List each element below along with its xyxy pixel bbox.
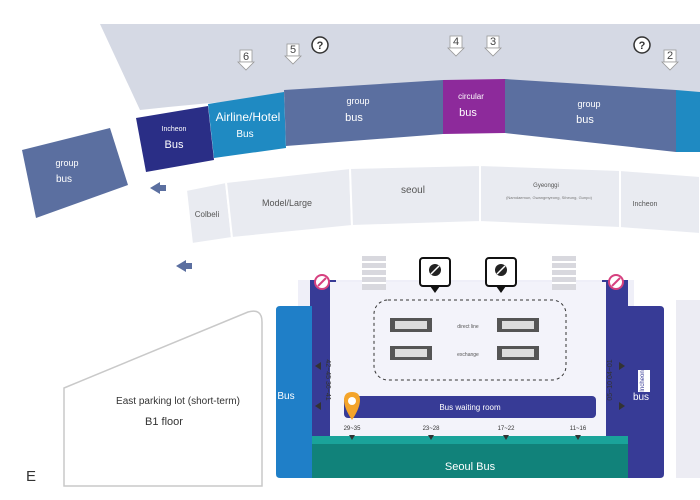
svg-text:Incheon: Incheon: [640, 370, 646, 391]
info-icon[interactable]: ?: [311, 36, 329, 54]
svg-text:Colbeli: Colbeli: [195, 210, 220, 219]
parking-title: East parking lot (short-term): [116, 396, 240, 407]
left-wing-label: Bus: [277, 391, 294, 402]
svg-text:Incheon: Incheon: [162, 126, 187, 133]
gate-arrow-icon: [315, 402, 321, 410]
ticket-office-icon[interactable]: [419, 257, 451, 293]
door-marker-5: 5: [284, 43, 302, 65]
restroom-icon[interactable]: [314, 274, 330, 290]
svg-text:29~35: 29~35: [344, 426, 362, 432]
ticket-area: direct line exchange: [373, 299, 567, 381]
gate-range[interactable]: 11~16: [570, 426, 587, 440]
door-number: 4: [453, 36, 459, 48]
bay-group-left[interactable]: group bus: [22, 128, 128, 218]
gate-range[interactable]: 17~22: [498, 426, 516, 440]
arrow-left-icon: [184, 263, 192, 269]
svg-text:23~28: 23~28: [423, 426, 441, 432]
svg-text:group: group: [346, 96, 369, 106]
outer-road: [100, 24, 700, 110]
door-marker-2: 2: [661, 49, 679, 71]
svg-text:Model/Large: Model/Large: [262, 198, 312, 208]
escalator-icon: [552, 256, 576, 290]
svg-text:Gyeonggi: Gyeonggi: [533, 183, 559, 189]
bus-waiting-room[interactable]: Bus waiting room: [344, 396, 596, 418]
ticket-row-label: direct line: [457, 324, 479, 330]
bay-group-right[interactable]: group bus: [505, 79, 676, 152]
gate-range[interactable]: 29~35: [344, 426, 362, 440]
svg-text:Bus: Bus: [236, 129, 253, 140]
svg-text:bus: bus: [459, 107, 477, 119]
lane-model-large[interactable]: Model/Large: [224, 166, 354, 240]
door-marker-4: 4: [447, 35, 465, 57]
lane-gyeonggi[interactable]: Gyeonggi (Namdaemun, Gwangmyeong, Siheun…: [479, 163, 621, 230]
svg-text:(Namdaemun, Gwangmyeong, Siheu: (Namdaemun, Gwangmyeong, Siheung, Gunpo): [506, 195, 592, 200]
gate-arrow-icon: [619, 362, 625, 370]
right-edge-bar: [676, 300, 700, 478]
arrow-left-icon: [158, 185, 166, 191]
left-gate-numbers: 42~45 36~41: [324, 359, 331, 400]
door-marker-3: 3: [484, 35, 502, 57]
bay-group-center[interactable]: group bus: [284, 80, 443, 146]
right-gate-numbers: 05~10 04~01: [607, 359, 614, 400]
terminal-building: [276, 280, 664, 478]
current-location-icon: [344, 392, 360, 420]
lane-seoul[interactable]: seoul: [348, 163, 481, 228]
seoul-bus-label: Seoul Bus: [445, 461, 496, 473]
door-number: 3: [490, 36, 496, 48]
bay-airline-hotel[interactable]: Airline/Hotel Bus: [208, 92, 286, 158]
lane-colbeli[interactable]: Colbeli: [184, 180, 234, 246]
svg-text:group: group: [577, 99, 600, 109]
lane-incheon[interactable]: Incheon: [619, 168, 700, 236]
svg-text:seoul: seoul: [401, 185, 425, 196]
svg-text:bus: bus: [56, 174, 72, 185]
svg-text:?: ?: [317, 40, 324, 52]
gate-range[interactable]: 23~28: [423, 426, 441, 440]
svg-text:circular: circular: [458, 92, 484, 101]
svg-text:Airline/Hotel: Airline/Hotel: [216, 110, 281, 124]
bay-circular[interactable]: circular bus: [443, 79, 505, 134]
svg-text:group: group: [55, 158, 78, 168]
arrow-left-icon: [150, 182, 160, 194]
east-parking-lot[interactable]: East parking lot (short-term) B1 floor: [63, 310, 263, 487]
info-icon[interactable]: ?: [633, 36, 651, 54]
svg-text:Incheon: Incheon: [633, 201, 658, 208]
right-wing-label: bus: [633, 392, 649, 403]
svg-text:11~16: 11~16: [570, 426, 587, 432]
door-number: 5: [290, 44, 296, 56]
svg-text:bus: bus: [345, 112, 363, 124]
restroom-icon[interactable]: [608, 274, 624, 290]
bay-incheon[interactable]: Incheon Bus: [136, 106, 214, 172]
svg-text:Bus: Bus: [165, 139, 184, 151]
door-number: 6: [243, 51, 249, 63]
parking-floor: B1 floor: [145, 416, 183, 428]
door-number: 2: [667, 50, 673, 62]
door-marker-6: 6: [237, 49, 255, 71]
escalator-icon: [362, 256, 386, 290]
svg-text:17~22: 17~22: [498, 426, 516, 432]
svg-text:Bus waiting room: Bus waiting room: [439, 403, 501, 412]
right-wing-sign: Incheon: [638, 370, 650, 392]
gate-arrow-icon: [619, 402, 625, 410]
svg-text:bus: bus: [576, 114, 594, 126]
gate-arrow-icon: [315, 362, 321, 370]
arrow-left-icon: [176, 260, 186, 272]
compass-letter: E: [26, 468, 37, 485]
ticket-office-icon[interactable]: [485, 257, 517, 293]
bay-edge-teal: [676, 90, 700, 152]
ticket-row-label: exchange: [457, 352, 479, 358]
svg-text:?: ?: [639, 40, 646, 52]
